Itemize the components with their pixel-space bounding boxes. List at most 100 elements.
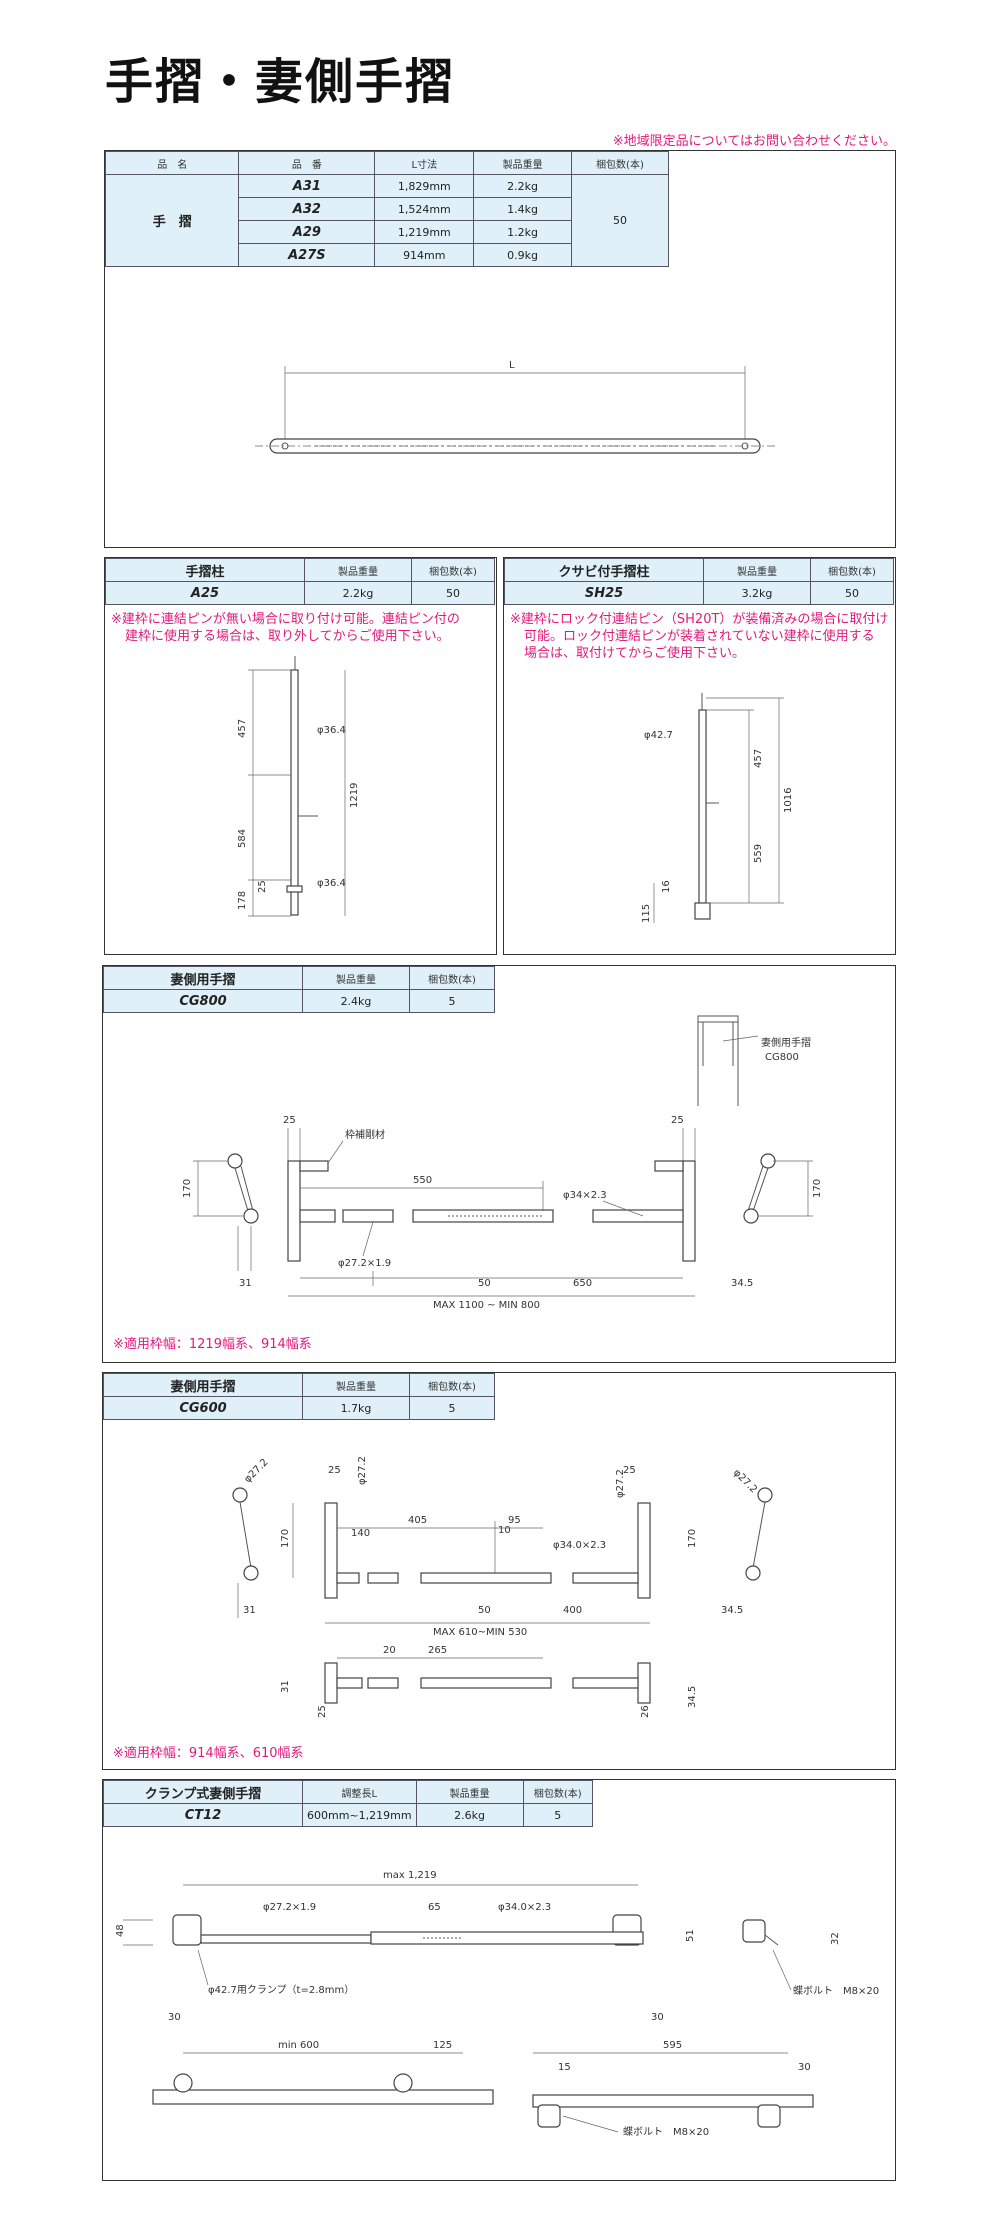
- wedge-note-line2: 可能。ロック付連結ピンが装着されていない建枠に使用する: [524, 629, 875, 644]
- handrail-length: 1,219mm: [374, 220, 475, 244]
- wedge-note-line1: ※建枠にロック付連結ピン（SH20T）が装備済みの場合に取付け: [510, 612, 889, 627]
- cg600-header-pack: 梱包数(本): [409, 1373, 495, 1397]
- ct12-drawing: max 1,219 φ27.2×1.9 65 φ34.0×2.3 48 51 φ…: [115, 1870, 879, 2138]
- ct12-max: max 1,219: [383, 1870, 437, 1881]
- cg600-dia-c: φ27.2: [615, 1469, 626, 1498]
- cg600-d95: 95: [508, 1515, 521, 1526]
- ct12-pack: 5: [522, 1803, 594, 1827]
- wedge-spec-table: クサビ付手摺柱 製品重量 梱包数(本) SH25 3.2kg 50: [504, 558, 894, 605]
- cg600-dia34: φ34.0×2.3: [553, 1540, 606, 1551]
- cg600-header-name: 妻側用手摺: [103, 1373, 303, 1397]
- cg800-spec-table: 妻側用手摺 製品重量 梱包数(本) CG800 2.4kg 5: [103, 966, 495, 1013]
- cg600-spec-table: 妻側用手摺 製品重量 梱包数(本) CG600 1.7kg 5: [103, 1373, 495, 1420]
- cg600-t26: 26: [640, 1705, 651, 1718]
- handrail-code: A27S: [238, 243, 376, 267]
- wedge-dim-559: 559: [753, 844, 764, 863]
- cg600-d400: 400: [563, 1605, 582, 1616]
- cg600-dia-a: φ27.2: [242, 1457, 270, 1485]
- post-weight: 2.2kg: [304, 581, 412, 605]
- cg800-drawing: 妻側用手摺 CG800 170 31 25 25 枠補剛材 550: [182, 1015, 823, 1311]
- cg600-t25a: 25: [328, 1465, 341, 1476]
- post-spec-table: 手摺柱 製品重量 梱包数(本) A25 2.2kg 50: [105, 558, 495, 605]
- ct12-d30a: 30: [168, 2012, 181, 2023]
- dim-584: 584: [237, 829, 248, 848]
- cg800-d550: 550: [413, 1175, 432, 1186]
- ct12-weight: 2.6kg: [415, 1803, 524, 1827]
- ct12-header-pack: 梱包数(本): [522, 1780, 594, 1804]
- wedge-note-line3: 場合は、取付けてからご使用下さい。: [524, 646, 746, 661]
- ct12-d30b: 30: [651, 2012, 664, 2023]
- ct12-header-name: クランプ式妻側手摺: [103, 1780, 303, 1804]
- handrail-length: 1,829mm: [374, 174, 475, 198]
- post-drawing: 457 584 178 25 1219 φ36.4 φ36.4: [237, 656, 360, 917]
- header-pack: 梱包数(本): [570, 151, 670, 175]
- ct12-header-adjust: 調整長L: [302, 1780, 417, 1804]
- cg800-d650: 650: [573, 1278, 592, 1289]
- ct12-clamp: φ42.7用クランプ（t=2.8mm）: [208, 1984, 354, 1996]
- cg600-pack: 5: [409, 1396, 495, 1420]
- cg600-dia-b: φ27.2: [357, 1456, 368, 1485]
- ct12-h51: 51: [685, 1929, 696, 1942]
- ct12-section: クランプ式妻側手摺 調整長L 製品重量 梱包数(本) CT12 600mm~1,…: [102, 1779, 896, 2181]
- wedge-post-section: クサビ付手摺柱 製品重量 梱包数(本) SH25 3.2kg 50 ※建枠にロッ…: [503, 557, 896, 955]
- cg600-d20: 20: [383, 1645, 396, 1656]
- post-code: A25: [105, 581, 305, 605]
- wedge-post-drawing: φ42.7 457 559 1016 16 115: [641, 693, 794, 923]
- post-section: 手摺柱 製品重量 梱包数(本) A25 2.2kg 50 ※建枠に連結ピンが無い…: [104, 557, 497, 955]
- handrail-weight: 0.9kg: [473, 243, 572, 267]
- dim-dia1: φ36.4: [317, 725, 346, 736]
- cg800-label-rail: 妻側用手摺: [761, 1036, 811, 1049]
- cg600-t25b: 25: [623, 1465, 636, 1476]
- cg600-t25c: 25: [317, 1705, 328, 1718]
- post-note-line2: 建枠に使用する場合は、取り外してからご使用下さい。: [125, 629, 450, 644]
- ct12-d65: 65: [428, 1902, 441, 1913]
- wedge-pack: 50: [810, 581, 894, 605]
- cg800-note: ※適用枠幅：1219幅系、914幅系: [113, 1337, 312, 1352]
- handrail-spec-table: 品 名 品 番 L寸法 製品重量 梱包数(本) 手 摺 A31 1,829mm …: [104, 151, 670, 267]
- ct12-d15: 15: [558, 2062, 571, 2073]
- ct12-d595: 595: [663, 2040, 682, 2051]
- cg800-label-rail2: CG800: [765, 1052, 799, 1063]
- ct12-dia34: φ34.0×2.3: [498, 1902, 551, 1913]
- cg600-h170: 170: [280, 1529, 291, 1548]
- handrail-length: 914mm: [374, 243, 475, 267]
- cg600-d265: 265: [428, 1645, 447, 1656]
- cg600-range: MAX 610~MIN 530: [433, 1627, 527, 1638]
- cg800-d50: 50: [478, 1278, 491, 1289]
- wedge-dia: φ42.7: [644, 730, 673, 741]
- post-note: ※建枠に連結ピンが無い場合に取り付け可能。連結ピン付の 建枠に使用する場合は、取…: [111, 611, 460, 645]
- ct12-d125: 125: [433, 2040, 452, 2051]
- wedge-dim-1016: 1016: [783, 788, 794, 813]
- dim-178: 178: [237, 891, 248, 910]
- ct12-bolt1: 蝶ボルト M8×20: [793, 1984, 879, 1997]
- cg600-section: 妻側用手摺 製品重量 梱包数(本) CG600 1.7kg 5 φ27.2 31…: [102, 1372, 896, 1770]
- post-header-pack: 梱包数(本): [411, 558, 495, 582]
- post-note-line1: ※建枠に連結ピンが無い場合に取り付け可能。連結ピン付の: [111, 612, 460, 627]
- handrail-length: 1,524mm: [374, 197, 475, 221]
- dim-25: 25: [257, 880, 268, 893]
- cg600-w345: 34.5: [721, 1605, 743, 1616]
- dim-457: 457: [237, 719, 248, 738]
- header-code: 品 番: [238, 151, 376, 175]
- post-header-weight: 製品重量: [304, 558, 412, 582]
- wedge-header-name: クサビ付手摺柱: [504, 558, 704, 582]
- cg800-w345: 34.5: [731, 1278, 753, 1289]
- cg600-w345b: 34.5: [687, 1686, 698, 1708]
- cg600-code: CG600: [103, 1396, 303, 1420]
- ct12-spec-table: クランプ式妻側手摺 調整長L 製品重量 梱包数(本) CT12 600mm~1,…: [103, 1780, 594, 1827]
- ct12-min: min 600: [278, 2040, 319, 2051]
- handrail-weight: 2.2kg: [473, 174, 572, 198]
- dim-1219: 1219: [349, 783, 360, 808]
- ct12-h48: 48: [115, 1924, 126, 1937]
- cg800-t25b: 25: [671, 1115, 684, 1126]
- wedge-dim-16: 16: [661, 880, 672, 893]
- cg600-h170b: 170: [687, 1529, 698, 1548]
- wedge-header-pack: 梱包数(本): [810, 558, 894, 582]
- cg600-d140: 140: [351, 1528, 370, 1539]
- cg800-dia34: φ34×2.3: [563, 1190, 607, 1201]
- cg800-h170b: 170: [812, 1179, 823, 1198]
- cg600-d50: 50: [478, 1605, 491, 1616]
- wedge-header-weight: 製品重量: [703, 558, 811, 582]
- header-name: 品 名: [104, 151, 240, 175]
- wedge-weight: 3.2kg: [703, 581, 811, 605]
